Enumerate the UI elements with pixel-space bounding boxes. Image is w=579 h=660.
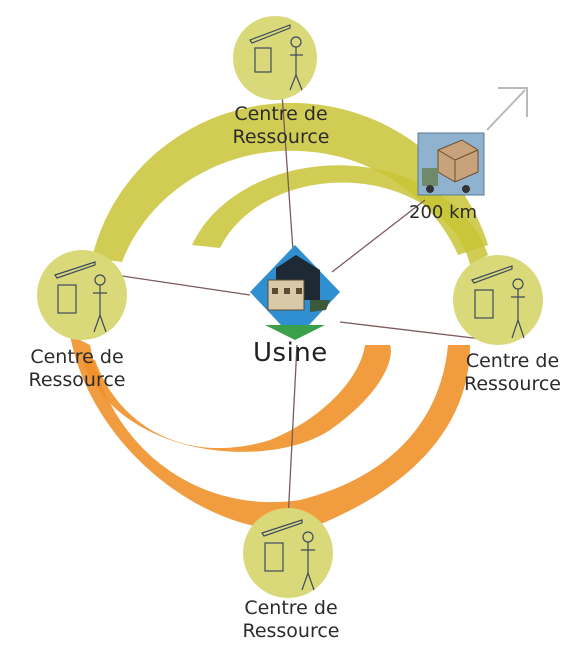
center-label-line1: Centre de [234, 103, 328, 125]
center-label-line2: Ressource [242, 620, 340, 643]
center-top [233, 16, 317, 100]
worker-with-crane-icon [249, 24, 303, 91]
yellow-arc-outer [92, 102, 488, 262]
truck-distance-label: 200 km [409, 202, 478, 223]
orange-arc-outer [70, 335, 470, 530]
yellow-arc-inner [192, 165, 488, 265]
link-right [339, 321, 491, 341]
center-label-line2: Ressource [28, 369, 126, 392]
outward-arrow-icon [486, 87, 528, 131]
worker-with-crane-icon [261, 519, 315, 591]
center-label-line1: Centre de [244, 597, 338, 619]
center-left-label: Centre de Ressource [12, 346, 142, 392]
center-label-line1: Centre de [465, 350, 560, 372]
center-label-line2: Ressource [463, 373, 562, 396]
center-label-line2: Ressource [232, 126, 330, 149]
center-bottom [243, 508, 333, 598]
factory-label: Usine [253, 338, 328, 368]
link-truck [331, 199, 426, 273]
center-left [37, 250, 127, 340]
center-bottom-label: Centre de Ressource [226, 597, 356, 643]
center-top-label: Centre de Ressource [226, 103, 336, 149]
link-bottom [287, 344, 298, 521]
worker-with-crane-icon [471, 265, 525, 339]
worker-with-crane-icon [54, 261, 107, 333]
center-label-line1: Centre de [30, 346, 124, 368]
delivery-truck-icon [417, 132, 485, 196]
center-right-label: Centre de Ressource [450, 350, 575, 396]
center-right [453, 255, 543, 345]
factory-building-icon [250, 245, 340, 340]
orange-arc-inner [82, 345, 391, 452]
